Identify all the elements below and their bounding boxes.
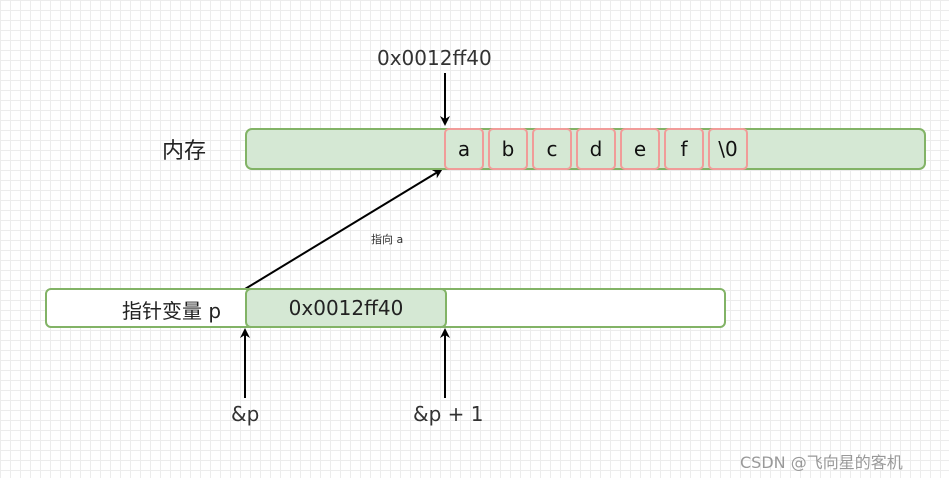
memory-cell: d [576, 128, 616, 170]
points-to-arrow [244, 168, 443, 290]
p-address-label: &p [231, 402, 260, 426]
watermark: CSDN @飞向星的客机 [740, 453, 903, 472]
memory-cell: b [488, 128, 528, 170]
points-to-label: 指向 a [371, 233, 404, 246]
pointer-variable-label: 指针变量 p [122, 299, 222, 323]
memory-cell: e [620, 128, 660, 170]
memory-cell: f [664, 128, 704, 170]
p-plus-1-address-label: &p + 1 [413, 402, 484, 426]
pointer-value-box: 0x0012ff40 [245, 288, 447, 328]
memory-address-label: 0x0012ff40 [377, 46, 492, 70]
memory-cell: \0 [708, 128, 748, 170]
memory-cell: c [532, 128, 572, 170]
memory-cells: a b c d e f \0 [444, 128, 748, 170]
memory-label: 内存 [162, 139, 207, 164]
memory-cell: a [444, 128, 484, 170]
